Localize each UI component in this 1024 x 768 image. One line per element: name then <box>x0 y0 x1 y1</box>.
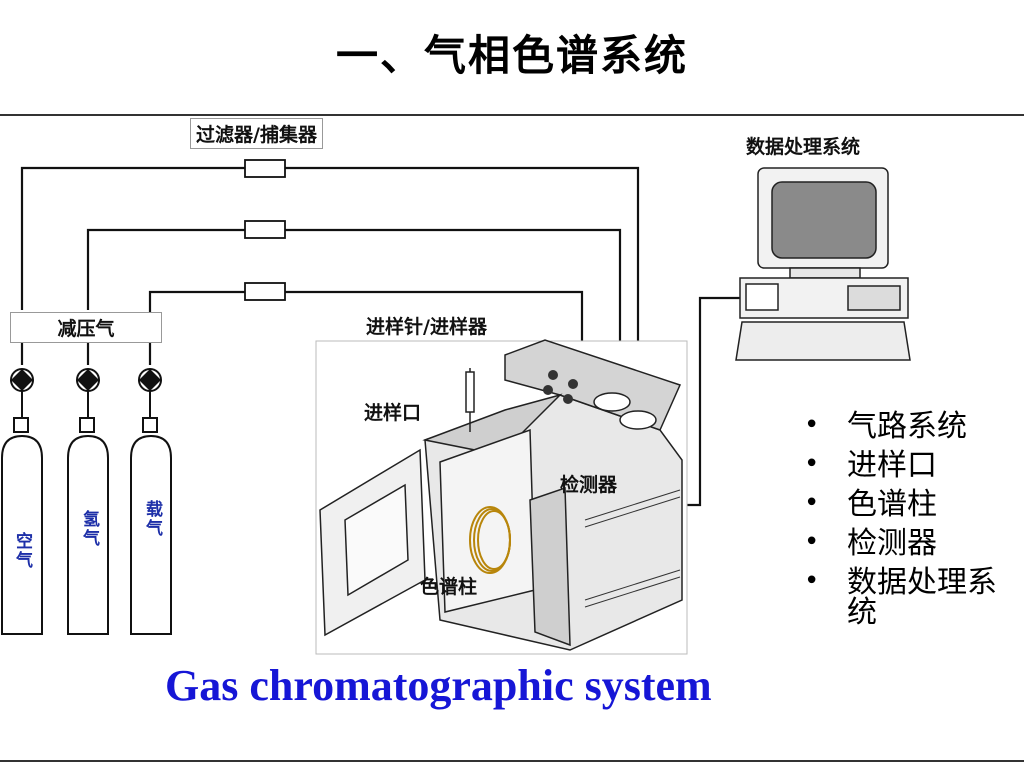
gas-line-air <box>20 166 640 410</box>
control-panel <box>529 486 571 647</box>
valve-carrier <box>138 368 162 418</box>
cylinder-hydrogen <box>67 417 109 635</box>
keyboard <box>735 321 911 361</box>
pc-bay <box>745 283 779 311</box>
cylinder-carrier <box>130 417 172 635</box>
injector-syringe-label: 进样针/进样器 <box>366 316 487 338</box>
valve-air <box>10 368 34 418</box>
gas-line-hydrogen <box>86 228 622 405</box>
filter-3 <box>244 282 286 301</box>
page-title: 一、气相色谱系统 <box>335 31 688 80</box>
gas-lines <box>20 166 742 507</box>
instrument-top <box>504 339 682 431</box>
cylinder-air <box>0 417 43 635</box>
cylinder-label-hydrogen: 氢气 <box>79 510 99 548</box>
valve-hydrogen <box>76 368 100 418</box>
component-list: 气路系统 进样口 色谱柱 检测器 数据处理系统 <box>804 412 1019 637</box>
pc-drive <box>847 285 901 311</box>
list-item: 数据处理系统 <box>804 568 1019 628</box>
computer <box>735 167 911 361</box>
valves <box>10 368 162 418</box>
filters <box>244 159 286 301</box>
filter-1 <box>244 159 286 178</box>
cylinder-label-air: 空气 <box>12 532 32 570</box>
inlet-label: 进样口 <box>364 402 422 424</box>
cylinders <box>0 417 172 635</box>
syringe <box>465 368 475 432</box>
monitor-base <box>789 267 861 279</box>
list-item: 检测器 <box>804 529 1019 559</box>
gc-instrument <box>315 339 688 655</box>
detector-rings <box>593 392 657 430</box>
filter-2 <box>244 220 286 239</box>
instrument-vents <box>584 489 681 608</box>
regulator-label: 减压气 <box>10 312 162 343</box>
list-item: 进样口 <box>804 451 1019 481</box>
data-system-label: 数据处理系统 <box>746 136 861 158</box>
top-divider <box>0 114 1024 116</box>
oven-door-window <box>344 483 409 597</box>
gas-line-carrier <box>148 290 584 362</box>
list-item: 色谱柱 <box>804 490 1019 520</box>
subtitle: Gas chromatographic system <box>165 661 712 710</box>
bottom-divider <box>0 760 1024 762</box>
filter-label: 过滤器/捕集器 <box>190 118 323 149</box>
signal-cable <box>685 296 742 507</box>
column-coil <box>469 506 511 574</box>
instrument-knobs <box>543 370 578 404</box>
list-item: 气路系统 <box>804 412 1019 442</box>
cylinder-label-carrier: 载气 <box>142 500 162 538</box>
monitor-screen <box>771 181 877 259</box>
column-label: 色谱柱 <box>420 576 478 598</box>
detector-label: 检测器 <box>560 474 618 496</box>
